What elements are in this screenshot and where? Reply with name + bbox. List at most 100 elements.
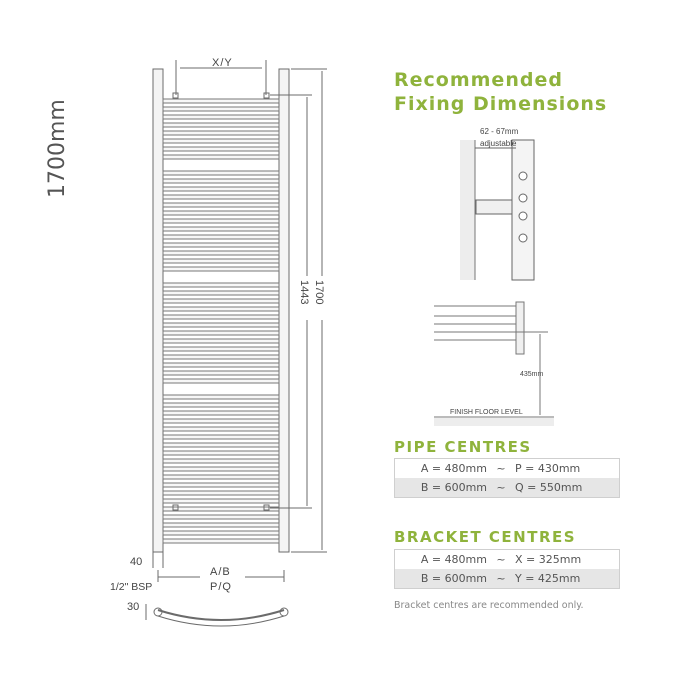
table-row: B = 600mm ~ Y = 425mm: [395, 569, 619, 588]
towel-bar: [162, 466, 280, 472]
towel-bar: [162, 330, 280, 336]
bracket-a: A = 480mm: [420, 553, 487, 566]
towel-bar: [162, 538, 280, 544]
dim-1700: 1700: [313, 280, 325, 304]
towel-bar: [162, 498, 280, 504]
towel-bar: [162, 122, 280, 128]
centres-label-pq: P/Q: [210, 581, 232, 593]
adjustable-label: adjustable: [480, 139, 517, 148]
towel-bar: [162, 130, 280, 136]
depth-label: 30: [127, 601, 139, 613]
towel-bar: [162, 450, 280, 456]
towel-bar: [162, 346, 280, 352]
pipe-a: A = 480mm: [420, 462, 487, 475]
towel-bar: [162, 298, 280, 304]
towel-bar: [162, 98, 280, 104]
table-row: A = 480mm ~ P = 430mm: [395, 459, 619, 478]
towel-bar: [162, 362, 280, 368]
top-label: X/Y: [212, 57, 233, 69]
towel-bar: [162, 490, 280, 496]
pipe-b: B = 600mm: [420, 481, 487, 494]
towel-bar: [162, 426, 280, 432]
towel-bars: [162, 98, 280, 544]
towel-bar: [162, 194, 280, 200]
fixing-diagram: 62 - 67mm adjustable 435mm FINISH FLOOR …: [434, 127, 554, 426]
bracket-x: X = 325mm: [515, 553, 582, 566]
bracket-note: Bracket centres are recommended only.: [394, 600, 584, 611]
pipe-centres-table: A = 480mm ~ P = 430mm B = 600mm ~ Q = 55…: [394, 458, 620, 498]
towel-bar: [162, 530, 280, 536]
towel-bar: [162, 482, 280, 488]
towel-bar: [162, 138, 280, 144]
floor-height-label: 435mm: [520, 371, 544, 378]
fixing-title-line2: Fixing Dimensions: [394, 93, 608, 115]
pipe-q: Q = 550mm: [515, 481, 583, 494]
towel-bar: [162, 258, 280, 264]
towel-bar: [162, 106, 280, 112]
towel-bar: [162, 402, 280, 408]
dim-1443: 1443: [298, 280, 310, 304]
towel-bar: [162, 370, 280, 376]
separator: ~: [496, 462, 506, 475]
towel-bar: [162, 474, 280, 480]
separator: ~: [496, 481, 506, 494]
towel-bar: [162, 418, 280, 424]
fixing-title-line1: Recommended: [394, 69, 563, 91]
towel-bar: [162, 506, 280, 512]
towel-bar: [162, 186, 280, 192]
bsp-label: 1/2" BSP: [110, 581, 152, 593]
towel-bar: [162, 410, 280, 416]
towel-bar: [162, 306, 280, 312]
top-bracket-left: [172, 92, 179, 99]
bracket-centres-table: A = 480mm ~ X = 325mm B = 600mm ~ Y = 42…: [394, 549, 620, 589]
range-label: 62 - 67mm: [480, 127, 519, 136]
towel-bar: [162, 378, 280, 384]
towel-bar: [162, 242, 280, 248]
floor-label: FINISH FLOOR LEVEL: [450, 409, 523, 416]
towel-bar: [162, 458, 280, 464]
top-bracket-right: [263, 92, 270, 99]
bottom-left-dim: 40: [130, 556, 142, 568]
towel-bar: [162, 210, 280, 216]
towel-bar: [162, 218, 280, 224]
towel-bar: [162, 434, 280, 440]
towel-bar: [162, 202, 280, 208]
rail-side: [511, 139, 535, 281]
pipe-left: [153, 607, 163, 617]
right-rail: [278, 68, 290, 553]
towel-bar: [162, 354, 280, 360]
centres-label-ab: A/B: [210, 566, 231, 578]
radiator-drawing: X/Y 1443 1700 40 A/B P/Q 1/2" BSP 30: [110, 57, 327, 627]
table-row: B = 600mm ~ Q = 550mm: [395, 478, 619, 497]
pipe-right: [279, 607, 289, 617]
towel-bar: [162, 146, 280, 152]
pipe-centres-title: PIPE CENTRES: [394, 438, 532, 456]
bracket-y: Y = 425mm: [515, 572, 581, 585]
towel-bar: [162, 250, 280, 256]
towel-bar: [162, 266, 280, 272]
towel-bar: [162, 114, 280, 120]
towel-bar: [162, 322, 280, 328]
towel-bar: [162, 394, 280, 400]
left-rail: [152, 68, 164, 553]
bottom-bracket-right: [263, 504, 270, 511]
bottom-bracket-left: [172, 504, 179, 511]
bracket-centres-title: BRACKET CENTRES: [394, 528, 577, 546]
table-row: A = 480mm ~ X = 325mm: [395, 550, 619, 569]
fixing-title: Recommended Fixing Dimensions: [394, 68, 607, 116]
separator: ~: [496, 553, 506, 566]
plan-view-curve: [157, 609, 285, 621]
bracket-b: B = 600mm: [420, 572, 487, 585]
towel-bar: [162, 514, 280, 520]
towel-bar: [162, 282, 280, 288]
towel-bar: [162, 338, 280, 344]
towel-bar: [162, 170, 280, 176]
separator: ~: [496, 572, 506, 585]
towel-bar: [162, 442, 280, 448]
wall-hatch: [460, 140, 475, 280]
towel-bar: [162, 234, 280, 240]
towel-bar: [162, 178, 280, 184]
towel-bar: [162, 522, 280, 528]
towel-bar: [162, 226, 280, 232]
towel-bar: [162, 290, 280, 296]
